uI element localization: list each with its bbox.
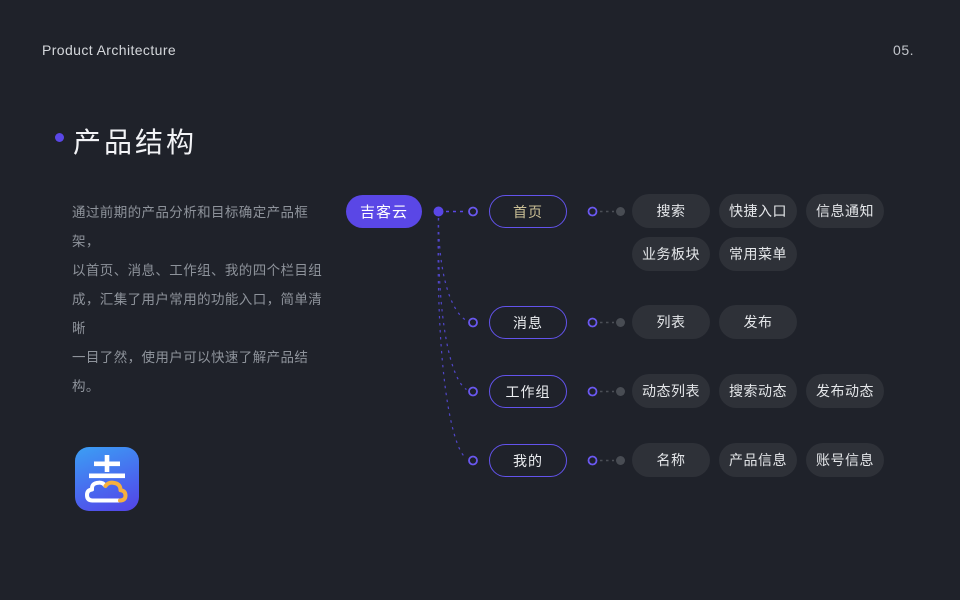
ji-cloud-glyph [85, 455, 128, 503]
tree-leaf: 账号信息 [806, 443, 884, 477]
section-description: 通过前期的产品分析和目标确定产品框架， 以首页、消息、工作组、我的四个栏目组 成… [72, 205, 323, 394]
tree-root-node: 吉客云 [346, 195, 422, 228]
tree-node-messages: 消息 [489, 306, 567, 339]
tree-leaf: 快捷入口 [719, 194, 797, 228]
tree-leaf: 业务板块 [632, 237, 710, 271]
tree-leaf: 发布动态 [806, 374, 884, 408]
tree-leaf: 名称 [632, 443, 710, 477]
header-label: Product Architecture [42, 42, 177, 58]
tree-node-workgroup: 工作组 [489, 375, 567, 408]
tree-leaf: 产品信息 [719, 443, 797, 477]
title-bullet-dot [55, 133, 64, 142]
tree-leaf: 列表 [632, 305, 710, 339]
page-number: 05. [893, 42, 914, 58]
tree-node-mine: 我的 [489, 444, 567, 477]
tree-leaf: 发布 [719, 305, 797, 339]
tree-leaf: 动态列表 [632, 374, 710, 408]
jikeyun-app-icon [75, 447, 139, 511]
tree-node-home: 首页 [489, 195, 567, 228]
tree-leaf: 搜索 [632, 194, 710, 228]
tree-leaf: 搜索动态 [719, 374, 797, 408]
tree-leaf: 信息通知 [806, 194, 884, 228]
page-title: 产品结构 [73, 127, 198, 158]
tree-leaf: 常用菜单 [719, 237, 797, 271]
